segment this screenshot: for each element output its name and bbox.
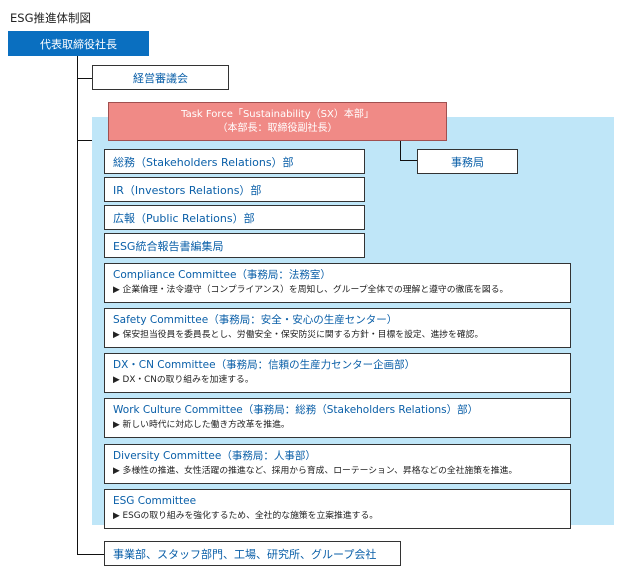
committee-esg: ESG Committee ▶ ESGの取り組みを強化するため、全社的な施策を立… [104, 489, 571, 529]
committee-desc: ▶ 企業倫理・法令遵守（コンプライアンス）を周知し、グループ全体での理解と遵守の… [113, 285, 509, 295]
business-units-connector [77, 554, 104, 555]
secretariat-connector-v [400, 141, 401, 161]
dept-esg-report: ESG統合報告書編集局 [104, 233, 365, 258]
dept-general-affairs: 総務（Stakeholders Relations）部 [104, 149, 365, 174]
committee-name: Safety Committee（事務局：安全・安心の生産センター） [113, 314, 398, 326]
dept-pr: 広報（Public Relations）部 [104, 205, 365, 230]
management-council-box: 経営審議会 [92, 65, 229, 90]
task-force-connector [77, 140, 92, 141]
committee-compliance: Compliance Committee（事務局：法務室） ▶ 企業倫理・法令遵… [104, 263, 571, 303]
business-units-box: 事業部、スタッフ部門、工場、研究所、グループ会社 [104, 541, 401, 566]
committee-desc: ▶ 新しい時代に対応した働き方改革を推進。 [113, 420, 290, 430]
committee-diversity: Diversity Committee（事務局：人事部） ▶ 多様性の推進、女性… [104, 444, 571, 484]
council-connector [77, 78, 92, 79]
committee-safety: Safety Committee（事務局：安全・安心の生産センター） ▶ 保安担… [104, 308, 571, 348]
main-connector [77, 56, 78, 555]
committee-name: Work Culture Committee（事務局：総務（Stakeholde… [113, 404, 479, 416]
committee-dx-cn: DX・CN Committee（事務局：信頼の生産力センター企画部） ▶ DX・… [104, 353, 571, 393]
secretariat-box: 事務局 [417, 149, 518, 174]
committee-work-culture: Work Culture Committee（事務局：総務（Stakeholde… [104, 398, 571, 438]
committee-desc: ▶ ESGの取り組みを強化するため、全社的な施策を立案推進する。 [113, 511, 379, 521]
diagram-title: ESG推進体制図 [10, 11, 91, 25]
task-force-box: Task Force「Sustainability（SX）本部」 （本部長：取締… [108, 102, 447, 141]
committee-desc: ▶ 保安担当役員を委員長とし、労働安全・保安防災に関する方針・目標を設定、進捗を… [113, 330, 484, 340]
committee-name: Diversity Committee（事務局：人事部） [113, 450, 316, 462]
task-force-head: （本部長：取締役副社長） [217, 122, 338, 134]
ceo-box: 代表取締役社長 [8, 31, 149, 56]
task-force-title: Task Force「Sustainability（SX）本部」 [181, 108, 374, 120]
committee-desc: ▶ 多様性の推進、女性活躍の推進など、採用から育成、ローテーション、昇格などの全… [113, 466, 518, 476]
committee-name: ESG Committee [113, 495, 197, 507]
committee-name: Compliance Committee（事務局：法務室） [113, 269, 331, 281]
dept-ir: IR（Investors Relations）部 [104, 177, 365, 202]
committee-name: DX・CN Committee（事務局：信頼の生産力センター企画部） [113, 359, 416, 371]
committee-desc: ▶ DX・CNの取り組みを加速する。 [113, 375, 254, 385]
secretariat-connector-h [400, 160, 417, 161]
